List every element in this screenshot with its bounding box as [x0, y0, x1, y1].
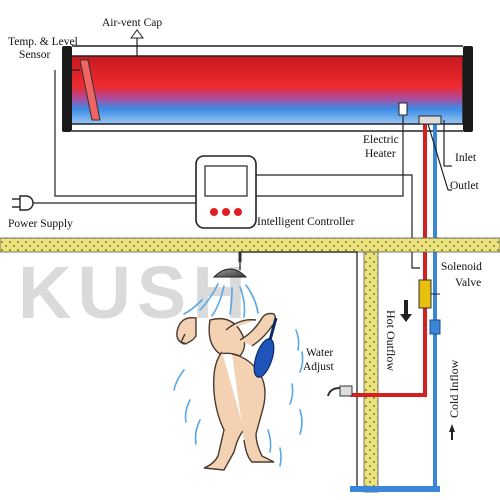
controller-button: [222, 208, 230, 216]
bottom-pipe: [350, 486, 440, 492]
water-adjust-label: Adjust: [303, 361, 334, 373]
cold-valve: [429, 319, 441, 335]
intelligent-controller-label: Intelligent Controller: [257, 216, 355, 228]
tank-right-cap: [463, 46, 473, 132]
power-supply-label: Power Supply: [8, 218, 73, 230]
controller-button: [210, 208, 218, 216]
solenoid-valve-label: Valve: [455, 277, 481, 289]
water-adjust-label: Water: [306, 347, 333, 359]
outlet-label: Outlet: [450, 180, 480, 192]
solenoid-valve-label: Solenoid: [441, 261, 482, 273]
electric-heater: [398, 102, 408, 116]
watermark: KUSH: [18, 251, 252, 334]
water-adjust-tap: [327, 385, 353, 397]
tank-body: [69, 55, 464, 125]
power-plug-icon: [12, 195, 34, 211]
controller-display: [204, 165, 248, 197]
bath-brush-icon: [253, 317, 278, 378]
inlet-label: Inlet: [455, 152, 477, 164]
controller-button: [234, 208, 242, 216]
ceiling-wall: [0, 237, 500, 253]
controller-wiring: [30, 69, 420, 269]
cold-inflow-label: Cold Inflow: [447, 359, 461, 418]
person-showering: [176, 312, 277, 471]
electric-heater-label: Electric: [363, 134, 399, 146]
temp-level-sensor-label: Temp. & Level: [8, 36, 78, 48]
hot-outflow-label: Hot Outflow: [384, 310, 398, 371]
flow-arrows: [400, 300, 455, 440]
temp-level-sensor-label: Sensor: [19, 49, 50, 61]
air-vent-cap: [130, 29, 144, 56]
air-vent-cap-label: Air-vent Cap: [102, 17, 162, 29]
hot-flow-arrow-icon: [400, 300, 412, 322]
tank-left-cap: [62, 46, 72, 132]
temp-level-sensor-probe: [79, 59, 101, 121]
cold-flow-arrow-icon: [449, 424, 455, 440]
solar-tank: [62, 45, 473, 132]
solenoid-valve: [418, 279, 440, 309]
shower-wall: [363, 251, 379, 493]
electric-heater-label: Heater: [365, 148, 396, 160]
shower-head-icon: [212, 252, 248, 278]
intelligent-controller: [195, 155, 257, 229]
water-spray: [173, 283, 304, 467]
